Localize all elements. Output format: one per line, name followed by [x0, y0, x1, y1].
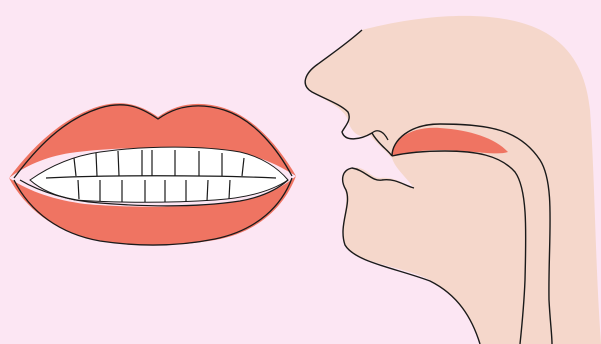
illustration-canvas	[0, 0, 601, 344]
articulation-diagram	[0, 0, 601, 344]
